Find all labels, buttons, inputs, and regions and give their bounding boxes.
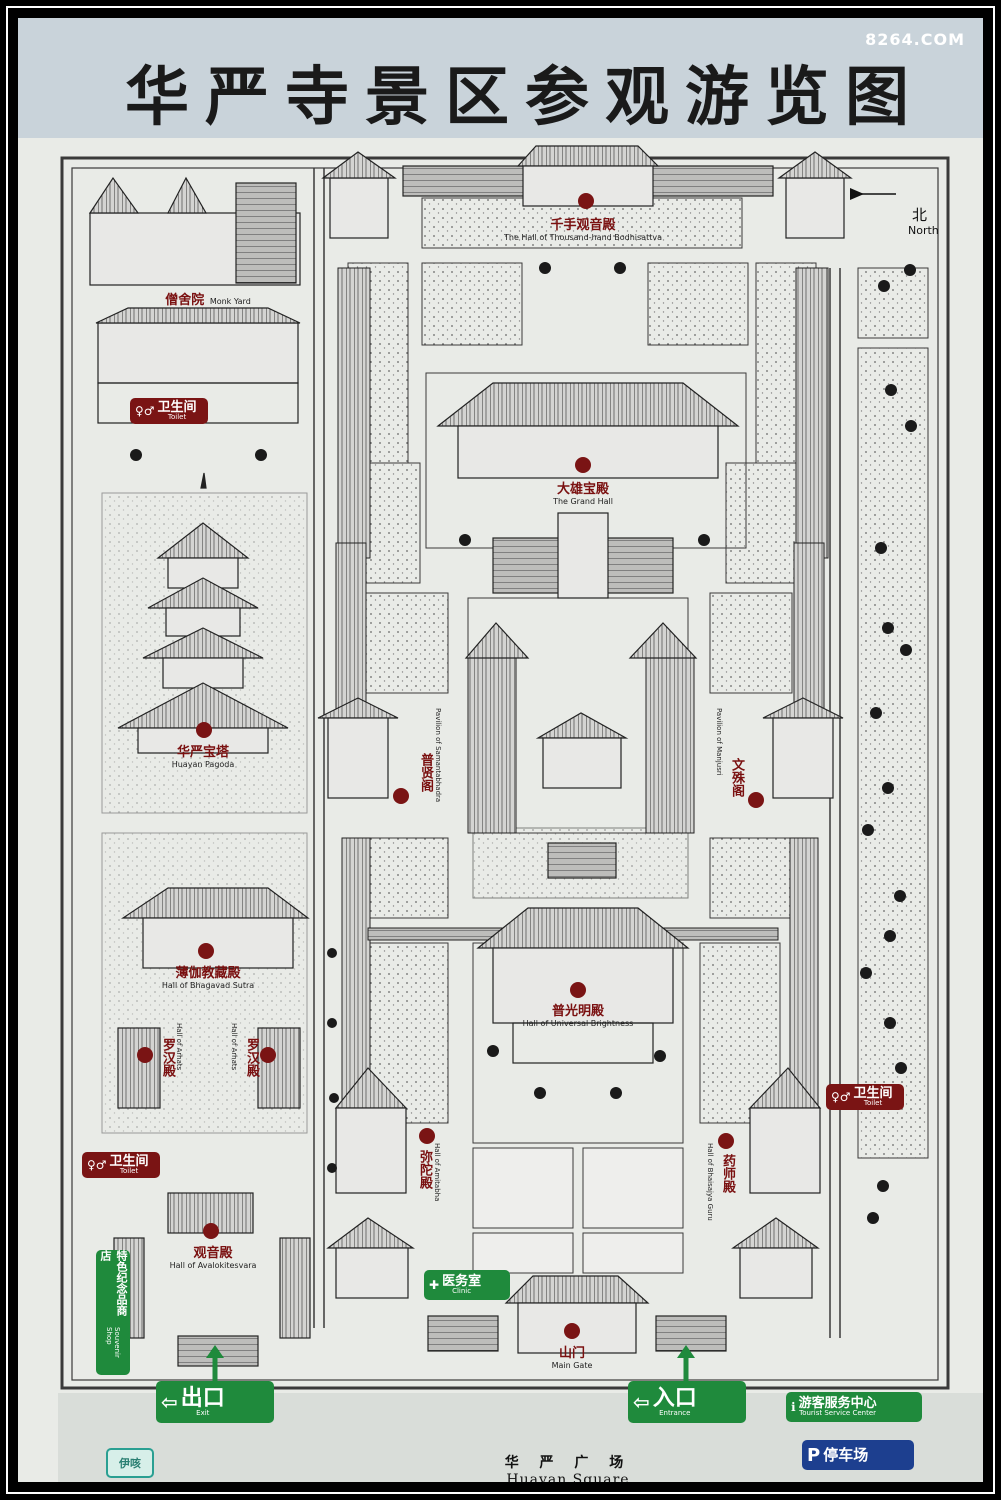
label-thousand-hand[interactable]: 千手观音殿 The Hall of Thousand-hand Bodhisat… xyxy=(503,218,662,242)
photo-frame xyxy=(6,6,995,1494)
parking-icon: P xyxy=(807,1444,821,1466)
label-main-gate[interactable]: 山门 Main Gate xyxy=(551,1346,593,1370)
label-grand-hall[interactable]: 大雄宝殿 The Grand Hall xyxy=(553,482,613,506)
label-pagoda[interactable]: 华严宝塔 Huayan Pagoda xyxy=(171,745,235,769)
watermark: 8264.COM xyxy=(865,30,965,49)
info-icon: ℹ xyxy=(791,1400,796,1414)
toilet-icon: ♀♂ xyxy=(87,1158,107,1172)
souvenir-badge[interactable]: 特色纪念品商店 Souvenir Shop xyxy=(96,1250,130,1375)
map-drawing xyxy=(18,18,983,1482)
label-manjusri[interactable]: 文殊阁 xyxy=(729,758,744,797)
sky-band xyxy=(18,18,983,138)
medical-cross-icon: ✚ xyxy=(429,1278,440,1292)
trees xyxy=(130,262,917,1224)
exit-door-icon: ⇦ xyxy=(161,1390,178,1414)
outer-wall xyxy=(60,156,950,1390)
label-bhagavad[interactable]: 薄伽教藏殿 Hall of Bhagavad Sutra xyxy=(161,966,255,990)
huayan-square-label: 华 严 广 场 Huayan Square xyxy=(504,1455,632,1482)
toilet-icon: ♀♂ xyxy=(831,1090,851,1104)
label-amitabha[interactable]: 弥陀殿 xyxy=(417,1150,432,1189)
label-arhat-right-en: Hall of Arhats xyxy=(230,1023,238,1071)
side-corridors xyxy=(335,267,829,1119)
compass-zh: 北 xyxy=(912,206,928,224)
label-bhaisajya-en: Hall of Bhaisajya Guru xyxy=(706,1143,714,1221)
compass-en: North xyxy=(908,224,939,237)
label-arhat-left[interactable]: 罗汉殿 xyxy=(160,1038,175,1077)
label-avalokitesvara[interactable]: 观音殿 Hall of Avalokitesvara xyxy=(169,1246,257,1270)
entrance-door-icon: ⇦ xyxy=(633,1390,650,1414)
label-manjusri-en: Pavilion of Manjusri xyxy=(715,708,723,776)
label-monk-yard[interactable]: 僧舍院 Monk Yard xyxy=(165,293,251,308)
label-arhat-left-en: Hall of Arhats xyxy=(175,1023,183,1071)
label-amitabha-en: Hall of Amitabha xyxy=(433,1143,441,1202)
map-title: 华严寺景区参观游览图 xyxy=(125,60,925,135)
label-bhaisajya[interactable]: 药师殿 xyxy=(720,1154,735,1193)
parking-badge[interactable]: P 停车场 xyxy=(802,1440,914,1470)
label-samantabhadra[interactable]: 普贤阁 xyxy=(418,753,433,792)
label-arhat-right[interactable]: 罗汉殿 xyxy=(244,1038,259,1077)
brand-logo: 伊咳 xyxy=(106,1448,154,1478)
label-universal[interactable]: 普光明殿 Hall of Universal Brightness xyxy=(522,1004,634,1028)
toilet-icon: ♀♂ xyxy=(135,404,155,418)
courtyard-grid xyxy=(425,372,747,1274)
map-board: 8264.COM 华严寺景区参观游览图 北 North 千手观音殿 The Ha… xyxy=(18,18,983,1482)
label-samantabhadra-en: Pavilion of Samantabhadra xyxy=(434,708,442,803)
attraction-markers xyxy=(137,193,764,1339)
